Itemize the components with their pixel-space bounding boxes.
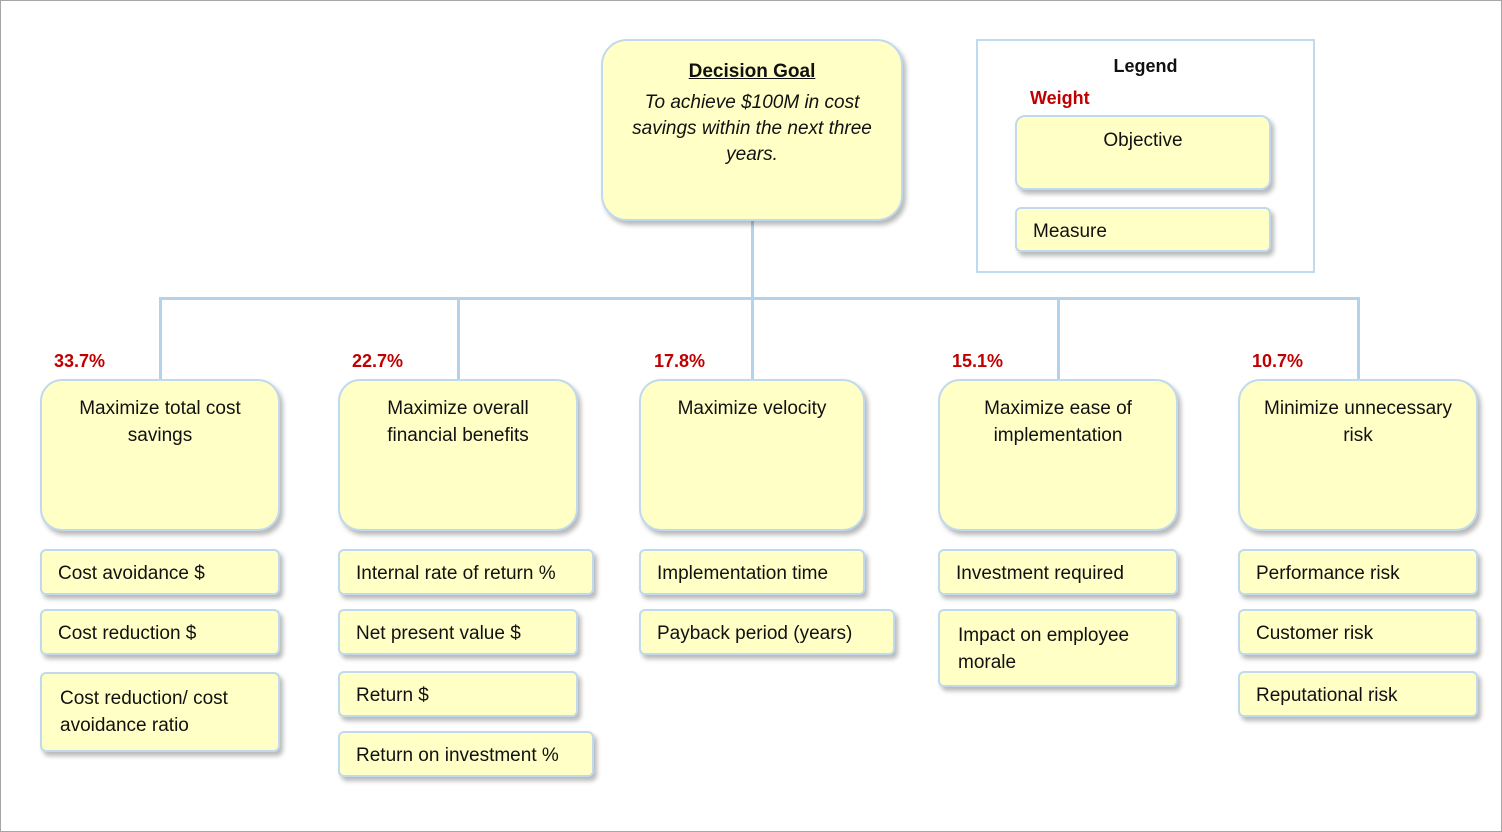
- measure-box: Cost reduction $: [40, 609, 280, 655]
- objective-box-3: Maximize velocity: [639, 379, 865, 531]
- measure-label: Cost reduction $: [58, 623, 197, 644]
- branch-connector-2: [457, 297, 460, 379]
- horizontal-connector: [159, 297, 1360, 300]
- measure-label: Return $: [356, 685, 429, 706]
- measure-label: Return on investment %: [356, 745, 559, 766]
- decision-goal-box: Decision Goal To achieve $100M in cost s…: [601, 39, 903, 221]
- measure-label: Implementation time: [657, 563, 829, 584]
- measure-label: Net present value $: [356, 623, 521, 644]
- measure-box: Return on investment %: [338, 731, 594, 777]
- objective-box-5: Minimize unnecessary risk: [1238, 379, 1478, 531]
- objective-weight-4: 15.1%: [952, 351, 1004, 371]
- objective-box-2: Maximize overall financial benefits: [338, 379, 578, 531]
- measure-label: Investment required: [956, 563, 1124, 584]
- objective-weight-5: 10.7%: [1252, 351, 1304, 371]
- goal-text: To achieve $100M in cost savings within …: [632, 92, 872, 165]
- legend-measure-label: Measure: [1033, 221, 1107, 242]
- objective-weight-1: 33.7%: [54, 351, 106, 371]
- measure-box: Cost avoidance $: [40, 549, 280, 595]
- branch-connector-5: [1357, 297, 1360, 379]
- objective-label-5: Minimize unnecessary risk: [1264, 398, 1452, 446]
- measure-label: Reputational risk: [1256, 685, 1398, 706]
- legend-measure-box: Measure: [1015, 207, 1271, 252]
- objective-box-4: Maximize ease of implementation: [938, 379, 1178, 531]
- objective-weight-2: 22.7%: [352, 351, 404, 371]
- branch-connector-3: [751, 297, 754, 379]
- measure-label: Performance risk: [1256, 563, 1400, 584]
- measure-box: Implementation time: [639, 549, 865, 595]
- measure-box: Investment required: [938, 549, 1178, 595]
- measure-box: Internal rate of return %: [338, 549, 594, 595]
- branch-connector-4: [1057, 297, 1060, 379]
- objective-weight-3: 17.8%: [654, 351, 706, 371]
- branch-connector-1: [159, 297, 162, 379]
- measure-label: Impact on employee morale: [958, 625, 1130, 673]
- measure-box: Reputational risk: [1238, 671, 1478, 717]
- goal-title: Decision Goal: [688, 61, 816, 82]
- measure-box: Cost reduction/ cost avoidance ratio: [40, 672, 280, 752]
- measure-box: Customer risk: [1238, 609, 1478, 655]
- measure-label: Cost avoidance $: [58, 563, 205, 584]
- measure-box: Performance risk: [1238, 549, 1478, 595]
- objective-label-4: Maximize ease of implementation: [984, 398, 1132, 446]
- measure-label: Payback period (years): [657, 623, 853, 644]
- legend-title: Legend: [1113, 56, 1178, 76]
- objective-label-3: Maximize velocity: [677, 398, 827, 419]
- measure-label: Customer risk: [1256, 623, 1374, 644]
- goal-connector: [751, 221, 754, 299]
- legend-objective-label: Objective: [1103, 130, 1183, 151]
- objective-label-1: Maximize total cost savings: [79, 398, 241, 446]
- legend: Legend Weight Objective Measure: [976, 39, 1315, 273]
- measure-box: Return $: [338, 671, 578, 717]
- measure-label: Cost reduction/ cost avoidance ratio: [60, 688, 228, 736]
- measure-label: Internal rate of return %: [356, 563, 556, 584]
- measure-box: Impact on employee morale: [938, 609, 1178, 687]
- objective-box-1: Maximize total cost savings: [40, 379, 280, 531]
- measure-box: Net present value $: [338, 609, 578, 655]
- legend-objective-box: Objective: [1015, 115, 1271, 190]
- legend-weight-label: Weight: [1030, 88, 1090, 108]
- objective-label-2: Maximize overall financial benefits: [387, 398, 529, 446]
- measure-box: Payback period (years): [639, 609, 895, 655]
